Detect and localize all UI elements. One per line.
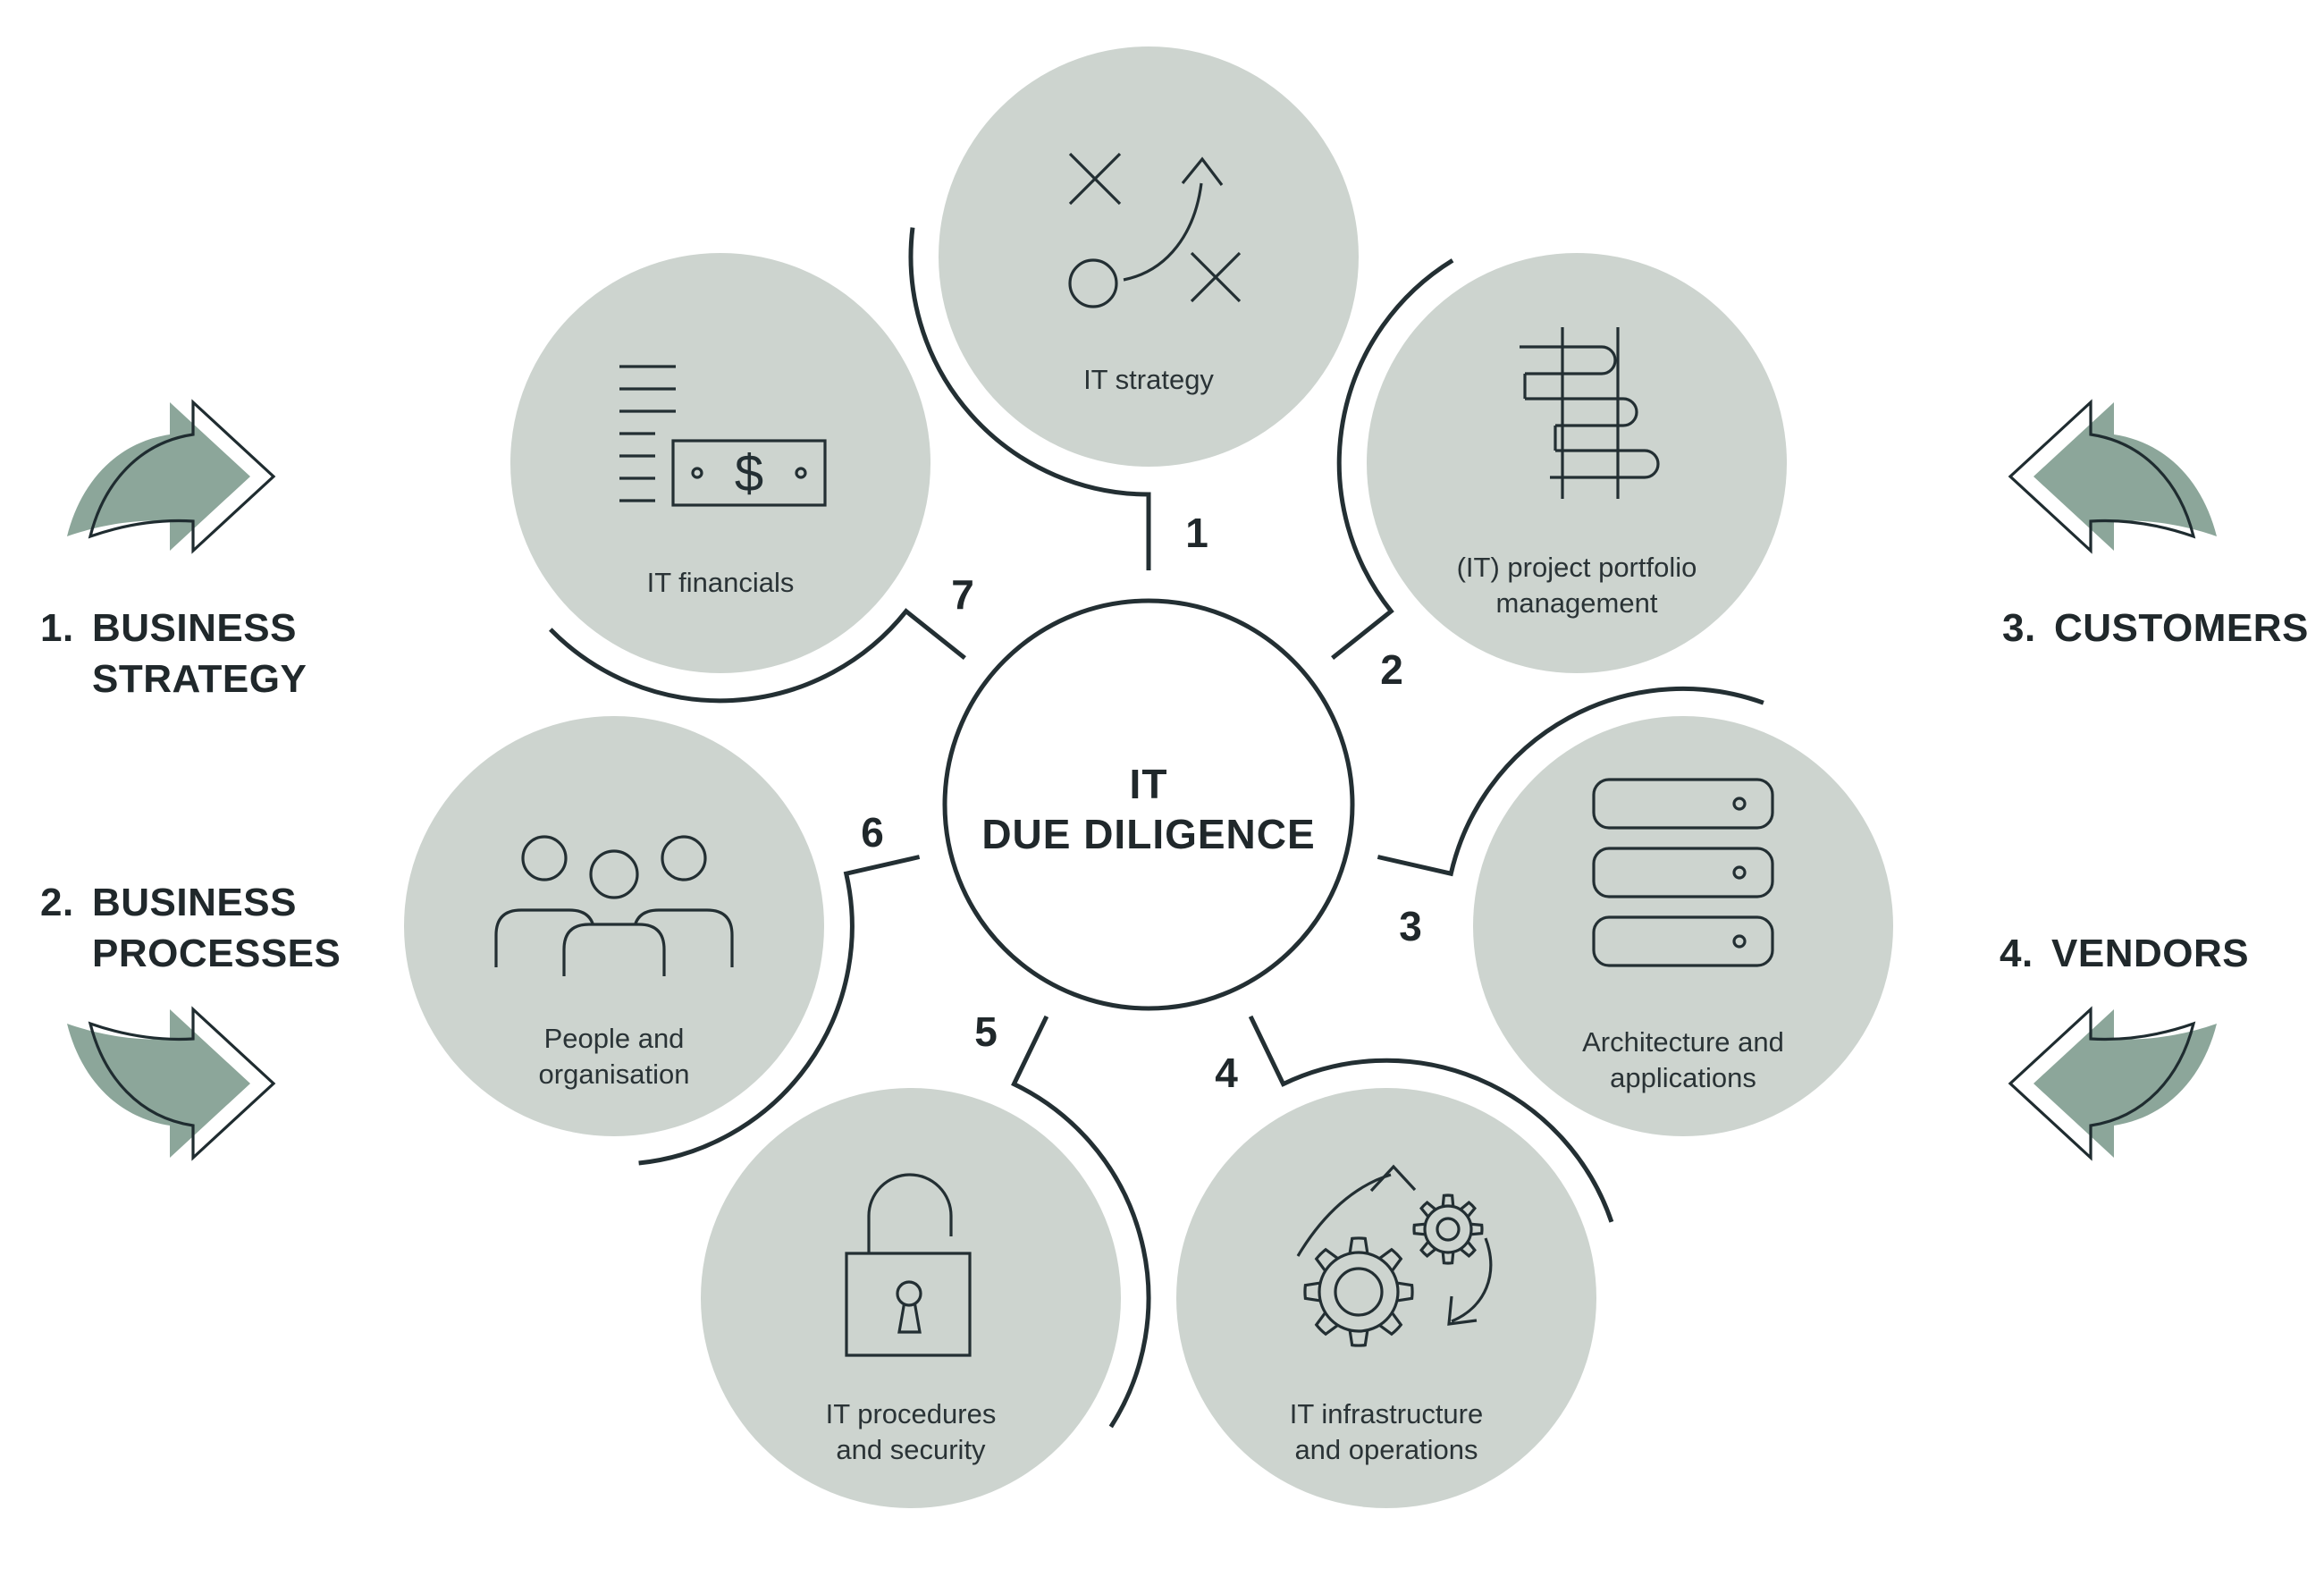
- connector-5: [1011, 1015, 1151, 1429]
- connector-6: [638, 855, 921, 1166]
- connector-1: [908, 227, 1151, 570]
- context-label-number: 1.: [40, 606, 74, 650]
- business-strategy-arrow-icon: [67, 399, 276, 554]
- strategy-icon: [1068, 152, 1242, 308]
- customers-arrow-icon: [2008, 399, 2217, 554]
- servers-icon: [1592, 778, 1774, 967]
- segment-label: IT infrastructure: [1290, 1398, 1484, 1429]
- context-label-line1: BUSINESS: [92, 606, 297, 650]
- money-icon: $: [619, 365, 827, 507]
- segment-circle-procedures: [701, 1088, 1121, 1508]
- segment-number: 6: [861, 809, 884, 856]
- connector-2: [1331, 258, 1454, 661]
- diagram-title-line1: IT: [1130, 761, 1168, 807]
- segment-number: 4: [1215, 1050, 1238, 1096]
- segment-label: organisation: [539, 1058, 690, 1090]
- segment-circle-architecture: [1473, 716, 1893, 1136]
- segment-circle-portfolio: [1367, 253, 1787, 673]
- cycle-arrow-up-head-icon: [1369, 1164, 1417, 1193]
- segment-circle-financials: [510, 253, 930, 673]
- context-label-number: 2.: [40, 881, 74, 924]
- cycle-arrow-down-head-icon: [1447, 1295, 1478, 1326]
- connector-7: [549, 608, 966, 704]
- segment-label: management: [1496, 587, 1658, 619]
- context-label-number: 4.: [2000, 932, 2034, 975]
- portfolio-icon: [1520, 327, 1660, 499]
- connectors: [549, 227, 1764, 1429]
- segment-number: 5: [974, 1008, 998, 1055]
- segment-label: (IT) project portfolio: [1457, 552, 1697, 583]
- segment-label: applications: [1610, 1062, 1756, 1093]
- segment-number: 1: [1185, 510, 1208, 556]
- padlock-icon: [845, 1173, 972, 1357]
- context-label-line1: BUSINESS: [92, 881, 297, 924]
- diagram-title-line2: DUE DILIGENCE: [981, 811, 1315, 857]
- segment-label: IT procedures: [826, 1398, 997, 1429]
- segment-label: Architecture and: [1582, 1026, 1784, 1058]
- connector-numbers: 1 2 3 4 5 6 7: [861, 510, 1422, 1096]
- context-label-line1: VENDORS: [2051, 932, 2249, 975]
- segment-label: and operations: [1294, 1434, 1478, 1465]
- cycle-arrow-down-icon: [1451, 1237, 1493, 1323]
- dollar-sign-icon: $: [735, 444, 763, 502]
- central-circle: [942, 598, 1355, 1011]
- segment-circle-it-strategy: [939, 46, 1359, 467]
- segment-labels: IT strategy (IT) project portfolio manag…: [539, 364, 1784, 1465]
- cycle-arrow-up-icon: [1296, 1173, 1392, 1257]
- vendors-arrow-icon: [2008, 1006, 2217, 1161]
- segment-number: 7: [951, 571, 974, 618]
- segment-label: IT financials: [647, 567, 795, 598]
- connector-3: [1377, 686, 1764, 877]
- context-label-line2: STRATEGY: [92, 657, 307, 701]
- segment-label: People and: [544, 1023, 685, 1054]
- context-label-line1: CUSTOMERS: [2054, 606, 2309, 650]
- people-icon: [494, 835, 734, 976]
- context-label-number: 3.: [2002, 606, 2036, 650]
- segment-label: IT strategy: [1083, 364, 1214, 395]
- segment-number: 3: [1399, 903, 1422, 949]
- segment-label: and security: [836, 1434, 986, 1465]
- business-processes-arrow-icon: [67, 1006, 276, 1161]
- segment-circle-infrastructure: [1176, 1088, 1596, 1508]
- gears-icon: [1296, 1164, 1493, 1347]
- connector-4: [1248, 1015, 1614, 1223]
- context-label-line2: PROCESSES: [92, 932, 341, 975]
- segment-number: 2: [1380, 646, 1403, 693]
